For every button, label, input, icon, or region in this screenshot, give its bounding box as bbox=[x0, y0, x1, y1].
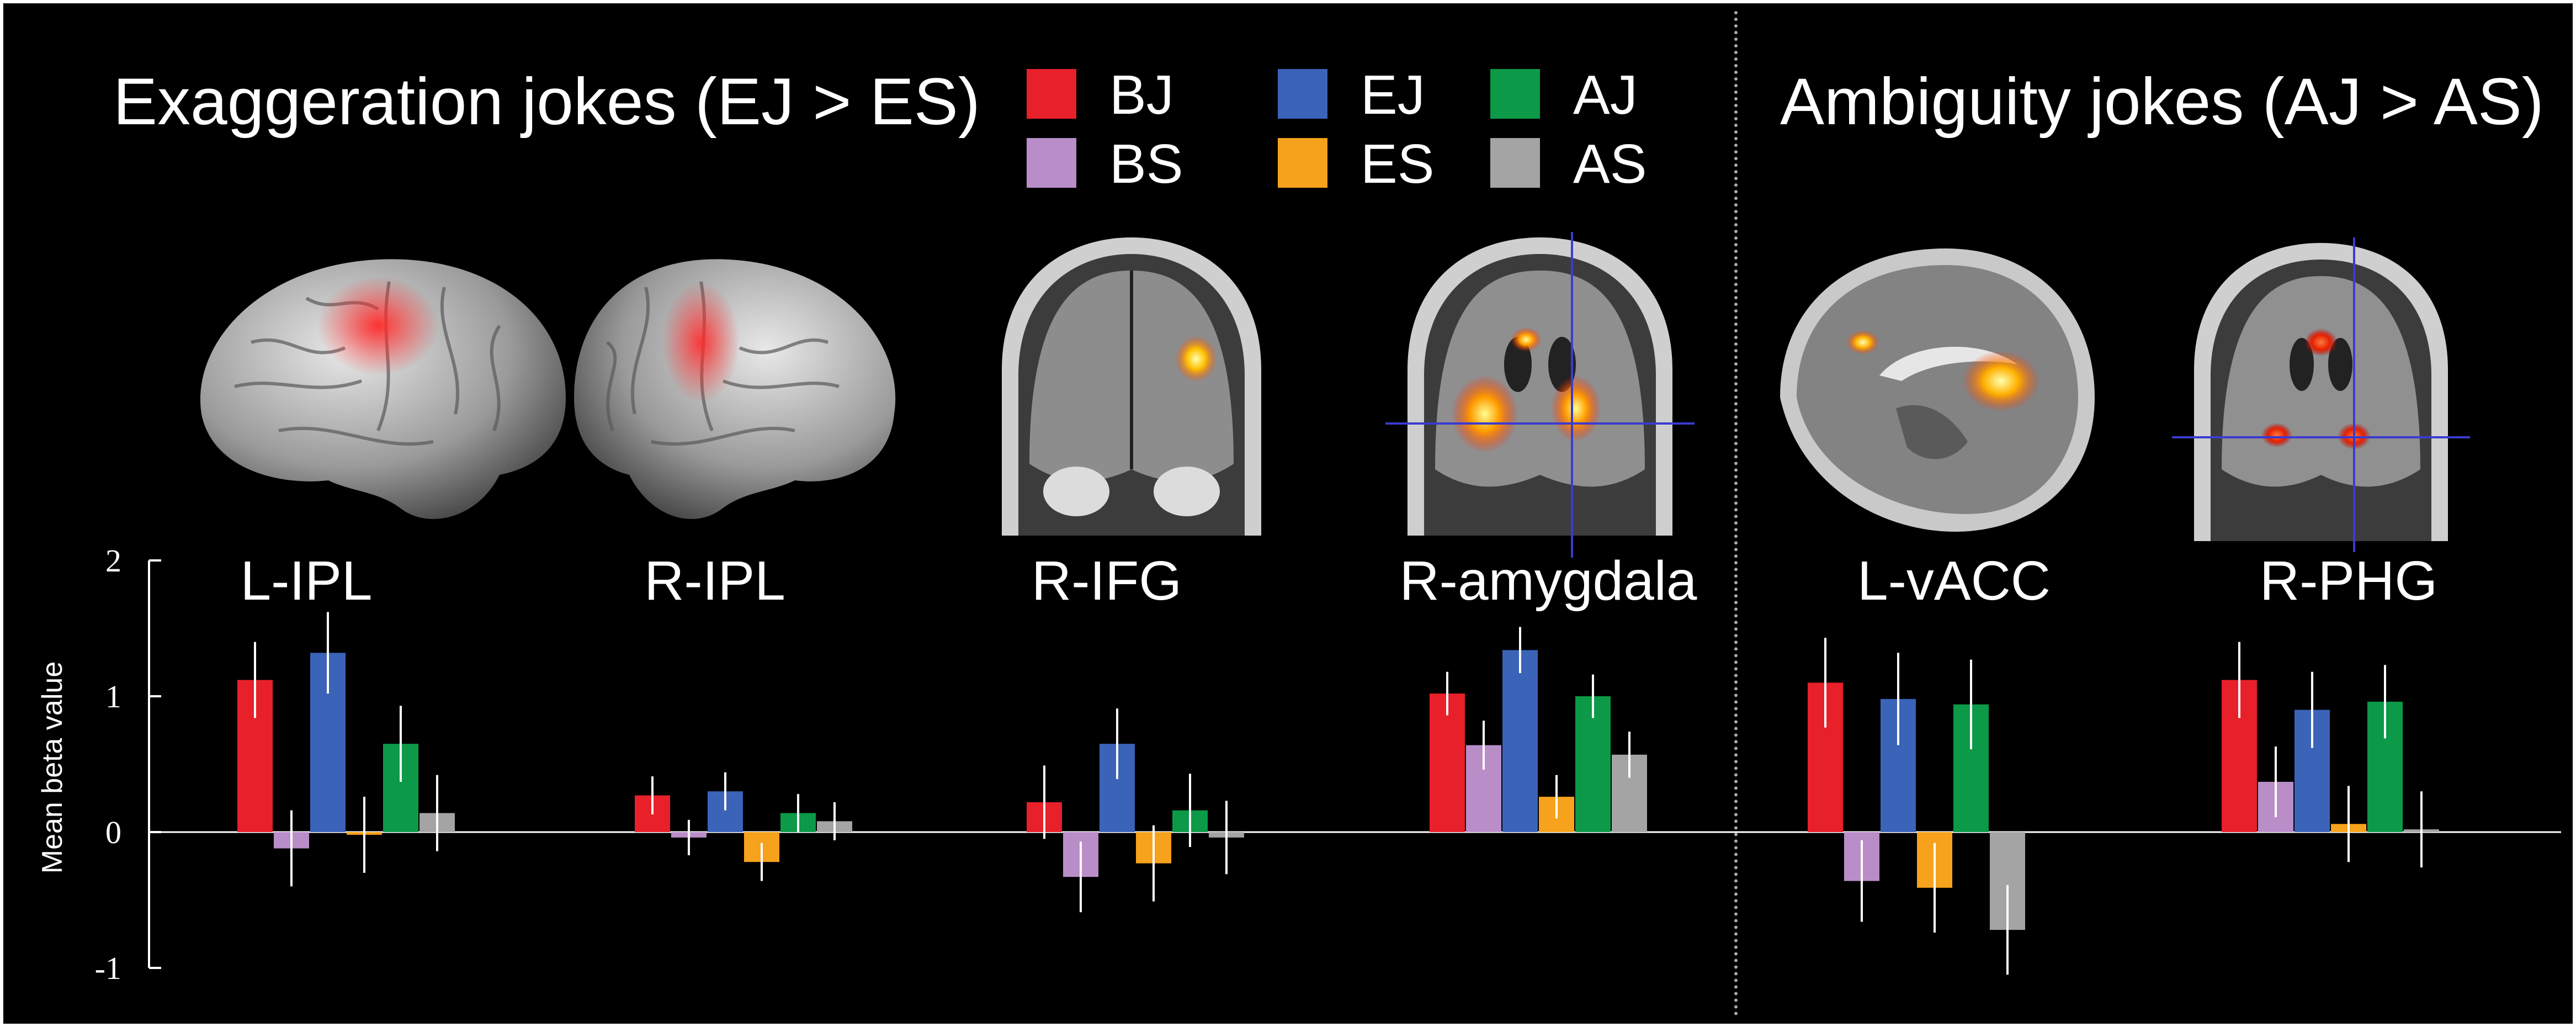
title-exaggeration-jokes: Exaggeration jokes (EJ > ES) bbox=[113, 65, 980, 139]
title-ambiguity-jokes: Ambiguity jokes (AJ > AS) bbox=[1780, 65, 2544, 139]
chart-bars bbox=[237, 650, 2439, 930]
region-label-l-vacc: L-vACC bbox=[1857, 550, 2051, 612]
y-tick-label: 0 bbox=[105, 814, 121, 850]
mri-coronal-amygdala-image bbox=[1385, 232, 1695, 558]
bar-r-amygdala-bj bbox=[1430, 694, 1465, 832]
legend-swatch-ej bbox=[1278, 69, 1327, 119]
region-label-r-ifg: R-IFG bbox=[1031, 550, 1182, 612]
legend-label-es: ES bbox=[1361, 133, 1435, 195]
mri-coronal-phg-image bbox=[2172, 237, 2470, 552]
legend-label-as: AS bbox=[1573, 133, 1647, 195]
legend-label-bj: BJ bbox=[1109, 64, 1174, 126]
legend-swatch-aj bbox=[1490, 69, 1540, 119]
legend-swatch-as bbox=[1490, 138, 1540, 188]
brain-right-lateral-image bbox=[574, 259, 896, 519]
region-label-r-ipl: R-IPL bbox=[644, 550, 785, 612]
legend-label-bs: BS bbox=[1109, 133, 1183, 195]
section-divider bbox=[1734, 11, 1738, 1016]
legend-label-aj: AJ bbox=[1573, 64, 1638, 126]
bar-r-amygdala-ej bbox=[1502, 650, 1538, 832]
region-label-l-ipl: L-IPL bbox=[240, 550, 373, 612]
y-tick-label: 2 bbox=[105, 543, 121, 579]
mri-sagittal-vacc-image bbox=[1780, 248, 2095, 532]
brain-left-lateral-image bbox=[200, 259, 566, 519]
y-axis-label: Mean beta value bbox=[36, 661, 68, 874]
legend-label-ej: EJ bbox=[1361, 64, 1425, 126]
y-tick-label: -1 bbox=[95, 950, 121, 986]
bar-r-amygdala-aj bbox=[1575, 696, 1611, 832]
legend-swatch-bs bbox=[1027, 138, 1076, 188]
y-tick-label: 1 bbox=[105, 679, 121, 714]
legend-swatch-es bbox=[1278, 138, 1327, 188]
region-label-r-phg: R-PHG bbox=[2259, 550, 2438, 612]
chart-error-bars bbox=[254, 612, 2423, 975]
mri-coronal-ifg-image bbox=[1002, 237, 1261, 536]
legend-swatch-bj bbox=[1027, 69, 1076, 119]
region-label-r-amygdala: R-amygdala bbox=[1399, 550, 1697, 612]
